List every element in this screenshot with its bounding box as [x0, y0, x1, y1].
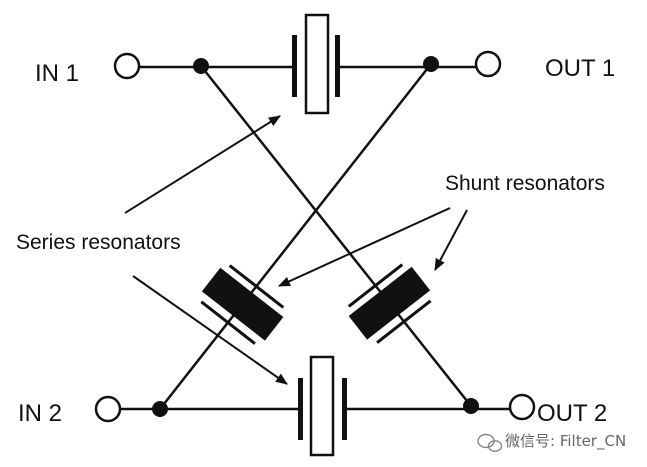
watermark: 微信号: Filter_CN [477, 432, 626, 452]
terminal-in1 [113, 52, 141, 80]
shunt-arrow-right [434, 209, 468, 271]
junction-dot [152, 401, 168, 417]
label-shunt-resonators: Shunt resonators [445, 172, 605, 195]
wechat-icon [477, 433, 503, 452]
terminal-out2 [508, 393, 536, 421]
series-arrow-bottom [132, 275, 288, 385]
series-arrow-top [124, 115, 281, 214]
arrows [124, 115, 468, 385]
label-out2: OUT 2 [537, 400, 607, 427]
junction-dot [193, 58, 209, 74]
label-series-resonators: Series resonators [16, 231, 181, 254]
lattice-cross-lines [159, 63, 472, 410]
label-in2: IN 2 [18, 400, 62, 427]
series-resonator-bottom [298, 355, 347, 457]
shunt-resonator-left [200, 264, 285, 345]
terminals [94, 50, 536, 423]
cross-line-b [159, 63, 432, 410]
terminal-in2 [94, 395, 122, 423]
junction-dots [152, 56, 479, 417]
label-out1: OUT 1 [545, 55, 615, 82]
junction-dot [463, 398, 479, 414]
series-resonator-top [292, 13, 340, 115]
watermark-text: 微信号: Filter_CN [505, 432, 626, 451]
junction-dot [423, 56, 439, 72]
label-in1: IN 1 [35, 60, 79, 87]
terminal-out1 [474, 50, 502, 78]
shunt-resonator-right [347, 263, 432, 344]
shunt-arrow-left [278, 207, 451, 287]
cross-line-a [200, 65, 472, 407]
